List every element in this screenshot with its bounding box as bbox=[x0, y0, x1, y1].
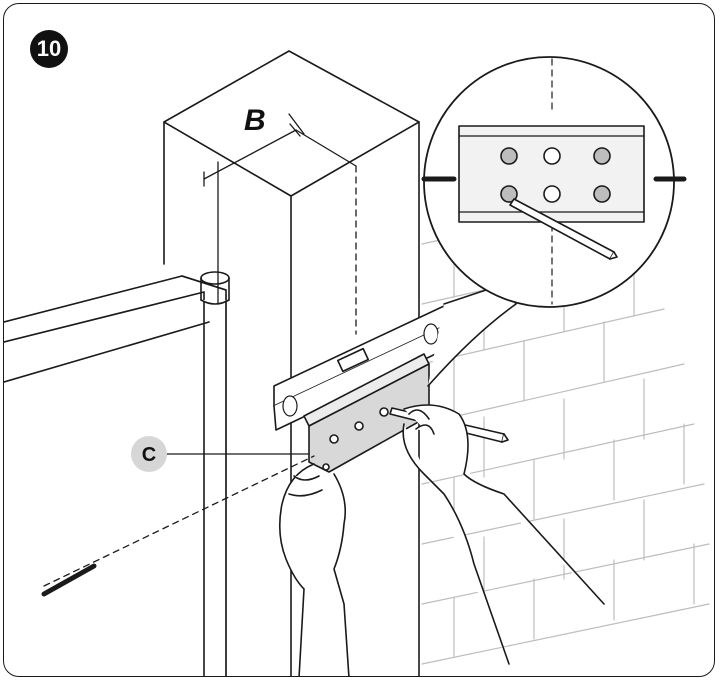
illustration-frame: 10 bbox=[3, 3, 715, 677]
hand-icon-left bbox=[278, 463, 350, 676]
step-number-badge: 10 bbox=[30, 30, 68, 68]
dimension-b bbox=[203, 113, 357, 335]
hand-icon-right bbox=[402, 404, 605, 665]
callout-tail bbox=[427, 283, 517, 387]
hinge-pin bbox=[200, 271, 230, 305]
alignment-dashed-line bbox=[43, 455, 315, 587]
part-label-badge bbox=[131, 436, 167, 472]
magnified-callout bbox=[421, 56, 687, 308]
gate-leaf bbox=[4, 275, 227, 676]
pencil-icon-magnified bbox=[509, 198, 618, 260]
dimension-label-b: B bbox=[244, 104, 266, 137]
part-label-c: C bbox=[142, 444, 156, 466]
gate-bottom-rod bbox=[41, 563, 97, 597]
bracket-c bbox=[303, 353, 430, 473]
installation-illustration: B C bbox=[4, 50, 710, 676]
